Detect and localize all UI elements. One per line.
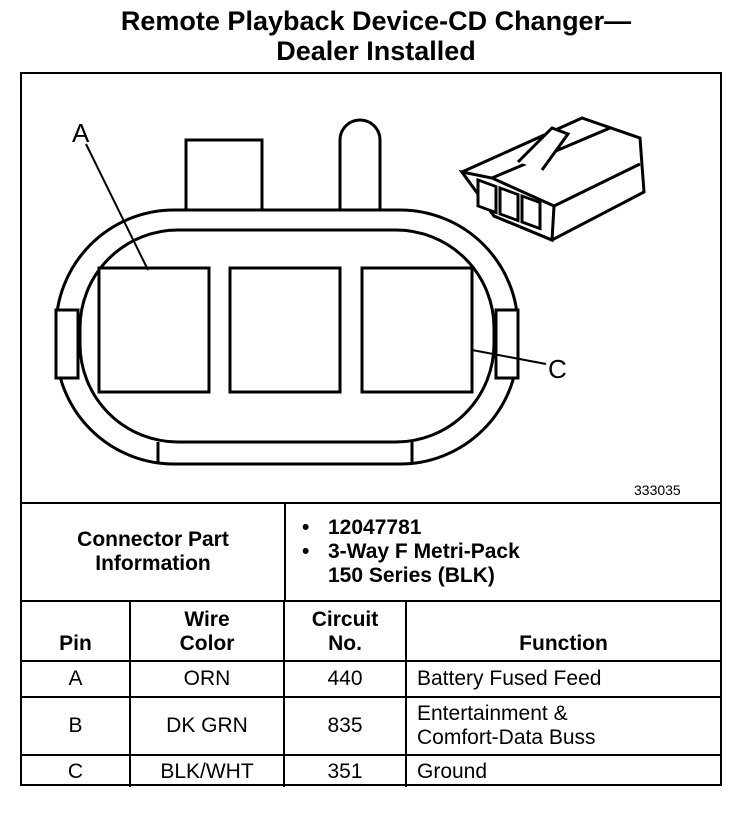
figure-number: 333035 bbox=[634, 482, 681, 498]
header-circuit: Circuit No. bbox=[283, 600, 407, 662]
header-wire-color: Wire Color bbox=[129, 600, 285, 662]
connector-face-drawing bbox=[54, 116, 646, 466]
page-title: Remote Playback Device-CD Changer— Deale… bbox=[0, 6, 752, 66]
connector-frame: A C 333035 Connector Part Information 12… bbox=[20, 72, 722, 787]
part-description-line-2: 150 Series (BLK) bbox=[328, 564, 495, 587]
connector-part-label: Connector Part Information bbox=[22, 502, 286, 600]
latch-tab bbox=[184, 138, 264, 214]
connector-part-info: Connector Part Information 12047781 3-Wa… bbox=[22, 502, 720, 600]
cavity-c bbox=[360, 266, 474, 394]
part-description-line-1: 3-Way F Metri-Pack bbox=[302, 540, 720, 564]
header-function: Function bbox=[405, 600, 720, 662]
cavity-b bbox=[228, 266, 342, 394]
header-pin: Pin bbox=[22, 600, 131, 662]
pin-table-header: Pin Wire Color Circuit No. Function bbox=[22, 600, 720, 662]
pin-table: Pin Wire Color Circuit No. Function A OR… bbox=[22, 600, 720, 787]
table-row: B DK GRN 835 Entertainment & Comfort-Dat… bbox=[22, 696, 720, 756]
table-row: C BLK/WHT 351 Ground bbox=[22, 754, 720, 787]
connector-diagram: A C 333035 bbox=[22, 74, 720, 504]
cavity-a bbox=[97, 266, 211, 394]
title-line-2: Dealer Installed bbox=[276, 36, 476, 66]
part-number: 12047781 bbox=[302, 516, 720, 540]
leader-line-a bbox=[85, 143, 149, 271]
table-row: A ORN 440 Battery Fused Feed bbox=[22, 660, 720, 698]
leader-line-c bbox=[471, 349, 547, 365]
callout-a: A bbox=[72, 118, 90, 148]
callout-c: C bbox=[548, 354, 567, 384]
connector-part-details: 12047781 3-Way F Metri-Pack 150 Series (… bbox=[285, 502, 720, 600]
connector-thumbnail bbox=[458, 116, 646, 243]
title-line-1: Remote Playback Device-CD Changer— bbox=[120, 6, 632, 36]
